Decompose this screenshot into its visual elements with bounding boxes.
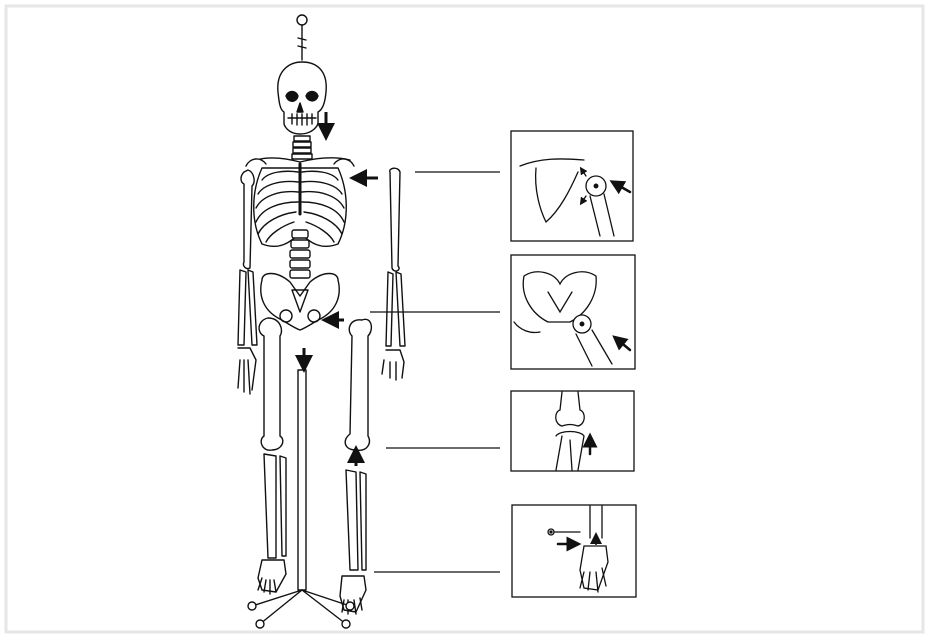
right-leg — [340, 319, 371, 614]
detail-panel-ankle — [512, 505, 636, 597]
hanging-hook — [297, 15, 307, 60]
cervical-spine — [292, 136, 312, 159]
skull — [278, 62, 326, 134]
outer-frame — [6, 6, 923, 632]
detail-panel-knee — [511, 391, 634, 471]
detail-panel-shoulder — [511, 131, 633, 241]
right-arm — [382, 168, 405, 380]
detail-panel-hip — [511, 255, 635, 369]
left-leg — [258, 318, 286, 594]
lumbar-spine — [290, 230, 310, 278]
